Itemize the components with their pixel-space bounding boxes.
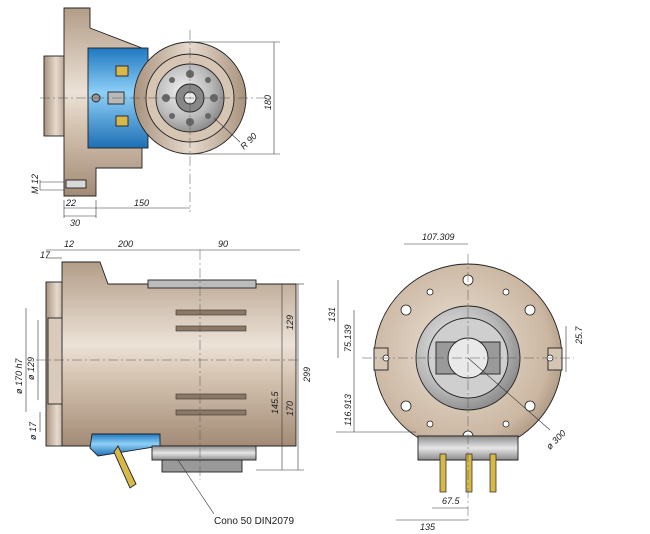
top-thread-stud <box>65 179 87 189</box>
dim-side-dia17: ø 17 <box>28 421 38 440</box>
dim-front-75: 75.139 <box>343 324 353 352</box>
dim-top-180: 180 <box>263 95 273 110</box>
front-view: 107.309 131 75.139 116.913 25.7 ø 300 67… <box>327 232 584 532</box>
side-housing <box>61 261 297 447</box>
side-blue-base <box>89 433 161 457</box>
dim-side-dia170: ø 170 h7 <box>14 357 24 394</box>
dim-front-67-5: 67.5 <box>442 496 461 506</box>
dim-front-107: 107.309 <box>422 232 455 242</box>
dim-side-129: 129 <box>285 315 295 330</box>
dim-front-131: 131 <box>327 307 337 322</box>
dim-side-299: 299 <box>302 367 312 383</box>
side-view: 17 12 200 90 ø 170 h7 ø 129 ø 17 129 299… <box>14 239 312 527</box>
dim-top-r90: R 90 <box>238 131 259 152</box>
dim-side-dia129: ø 129 <box>26 357 36 380</box>
side-tool-holder <box>151 445 257 461</box>
dim-side-170: 170 <box>285 401 295 416</box>
side-pipe <box>113 445 137 489</box>
top-view: 180 R 90 M 12 22 30 150 <box>30 7 280 228</box>
dim-front-116: 116.913 <box>343 394 353 426</box>
dim-side-200: 200 <box>117 239 133 249</box>
dim-top-150: 150 <box>134 198 149 208</box>
dim-side-17a: 17 <box>40 250 51 260</box>
dim-side-12: 12 <box>64 239 74 249</box>
dim-top-30: 30 <box>70 218 80 228</box>
dim-top-22: 22 <box>65 198 76 208</box>
dim-front-dia300: ø 300 <box>544 428 567 451</box>
dim-top-m12: M 12 <box>30 174 40 194</box>
dim-side-145-5: 145.5 <box>270 390 280 414</box>
note-cono: Cono 50 DIN2079 <box>214 516 294 527</box>
dim-front-25-7: 25.7 <box>574 325 584 345</box>
front-pipes <box>439 453 497 493</box>
dim-side-90: 90 <box>218 239 228 249</box>
side-slots <box>175 309 247 416</box>
dim-front-135: 135 <box>420 522 436 532</box>
